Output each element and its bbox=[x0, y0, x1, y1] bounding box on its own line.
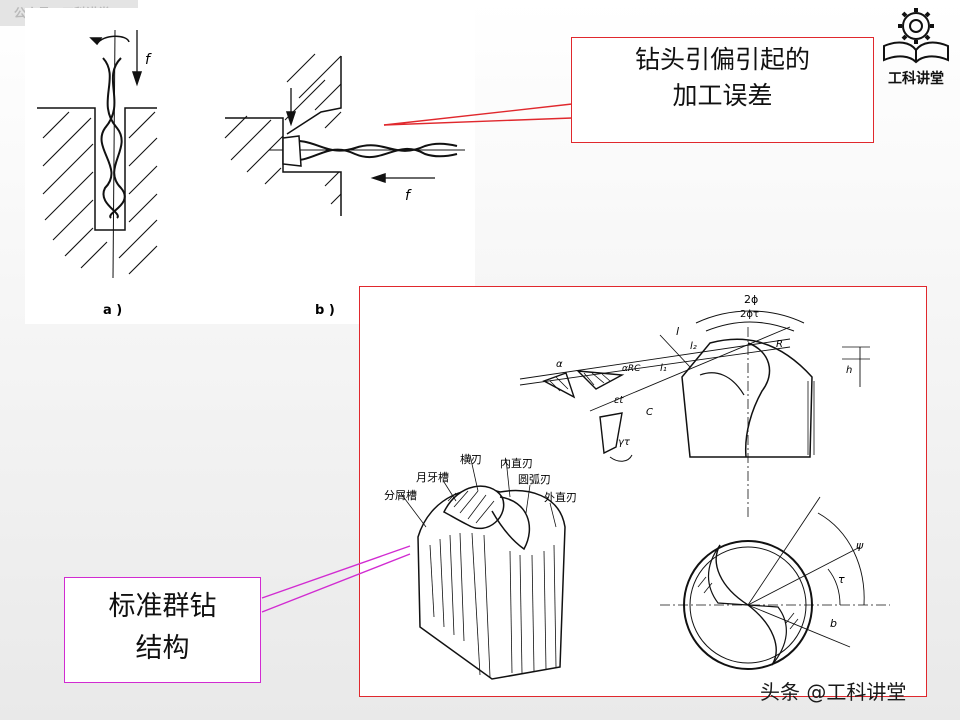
dim-b: b bbox=[830, 617, 837, 630]
dim-alpha: α bbox=[556, 359, 563, 370]
dim-h: h bbox=[846, 365, 852, 376]
figure-a-label: a ) bbox=[103, 303, 122, 318]
label-inner-edge: 内直刃 bbox=[500, 456, 533, 470]
callout-line-1: 标准群钻 bbox=[108, 591, 217, 622]
figure-b bbox=[224, 53, 465, 216]
dim-2phi-tau: 2ϕτ bbox=[740, 309, 759, 320]
dim-c: C bbox=[646, 407, 653, 418]
callout-drift-error: 钻头引偏引起的 加工误差 bbox=[571, 37, 874, 143]
callout-leader-red bbox=[383, 103, 573, 126]
gear-book-icon bbox=[883, 8, 949, 64]
drill-side-view bbox=[659, 310, 870, 517]
label-arc-edge: 圆弧刃 bbox=[518, 472, 551, 486]
dim-r: R bbox=[776, 339, 783, 350]
label-chip-split-groove: 分屑槽 bbox=[384, 489, 417, 502]
label-crescent-groove: 月牙槽 bbox=[416, 471, 449, 484]
figure-panel-drift: f a ) f b ) bbox=[25, 8, 475, 324]
feed-label-b: f bbox=[405, 188, 412, 204]
label-outer-edge: 外直刃 bbox=[544, 490, 577, 504]
figure-b-label: b ) bbox=[315, 303, 335, 318]
dim-tau: τ bbox=[838, 573, 845, 586]
callout-line-1: 钻头引偏引起的 bbox=[634, 45, 810, 74]
drill-drift-diagram: f a ) f b ) bbox=[37, 29, 465, 318]
dim-l2: l₂ bbox=[690, 341, 697, 352]
feed-label-a: f bbox=[145, 52, 152, 68]
dim-l: l bbox=[676, 325, 679, 338]
section-views bbox=[519, 326, 791, 462]
dim-l1: l₁ bbox=[660, 363, 667, 374]
callout-group-drill-structure: 标准群钻 结构 bbox=[64, 577, 261, 683]
dim-psi: ψ bbox=[856, 539, 864, 552]
group-drill-diagram: 横刃 内直刃 月牙槽 圆弧刃 分屑槽 外直刃 2ϕ 2ϕτ l l₂ l₁ R … bbox=[384, 293, 890, 680]
figure-panel-group-drill: 横刃 内直刃 月牙槽 圆弧刃 分屑槽 外直刃 2ϕ 2ϕτ l l₂ l₁ R … bbox=[359, 286, 927, 697]
figure-a bbox=[37, 29, 158, 279]
dim-gamma: γτ bbox=[618, 437, 631, 448]
drill-end-view bbox=[660, 496, 890, 670]
label-chisel-edge: 横刃 bbox=[460, 452, 482, 466]
callout-line-2: 加工误差 bbox=[672, 81, 773, 110]
callout-leader-magenta bbox=[261, 545, 411, 613]
dim-epsilon: εt bbox=[614, 395, 624, 406]
callout-line-2: 结构 bbox=[135, 633, 190, 664]
dim-alpha-rc: αRC bbox=[622, 364, 641, 374]
drill-3d-view bbox=[401, 454, 566, 680]
logo: 工科讲堂 bbox=[876, 2, 956, 92]
dim-2phi: 2ϕ bbox=[744, 293, 758, 306]
footer-watermark: 头条 @工科讲堂 bbox=[760, 680, 907, 704]
logo-text: 工科讲堂 bbox=[888, 71, 944, 87]
